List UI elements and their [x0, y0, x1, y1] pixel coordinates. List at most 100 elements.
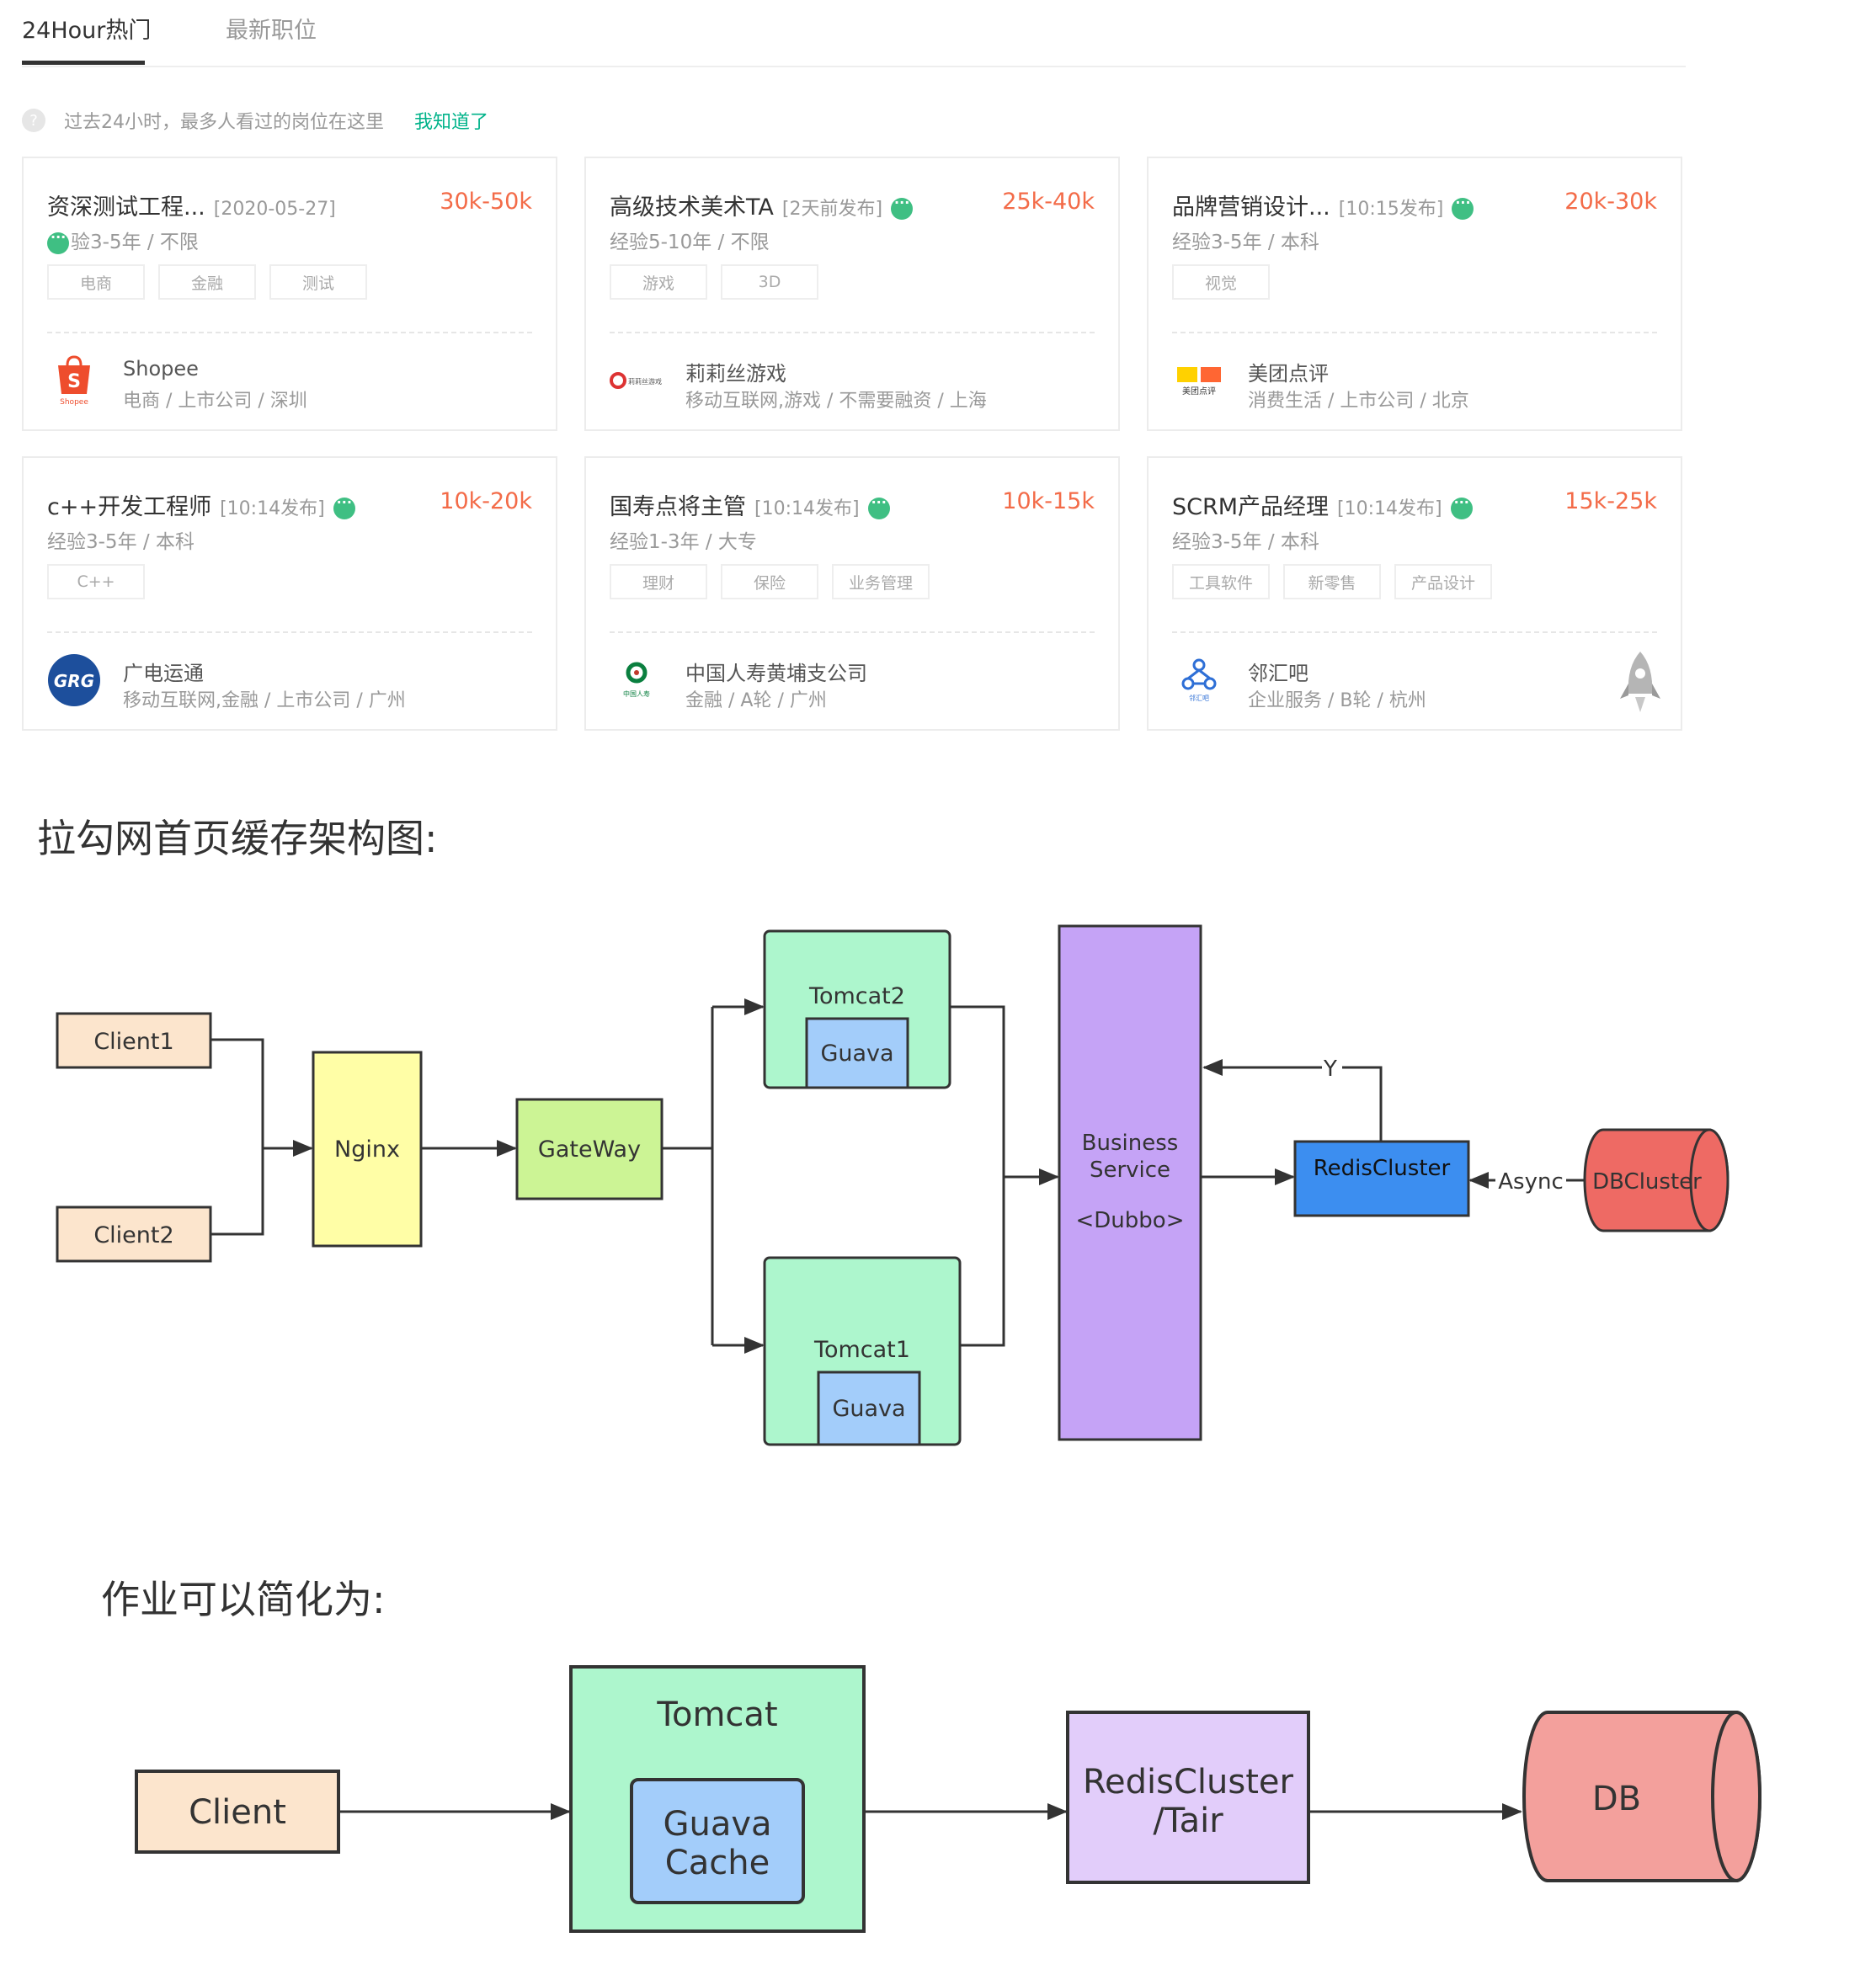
svg-text:S: S	[67, 371, 81, 392]
guava-label: Guava	[832, 1396, 905, 1422]
job-tag: 新零售	[1283, 564, 1381, 599]
job-title[interactable]: 资深测试工程...[2020-05-27]	[47, 194, 336, 221]
business-service-node	[1058, 924, 1202, 1441]
redis-cluster-node	[1293, 1140, 1470, 1217]
job-tags: 视觉	[1172, 264, 1270, 300]
job-title[interactable]: 国寿点将主管[10:14发布]	[610, 488, 890, 521]
job-tag: 视觉	[1172, 264, 1270, 300]
job-card[interactable]: 资深测试工程...[2020-05-27] 30k-50k 验3-5年 / 不限…	[22, 157, 557, 431]
company-name[interactable]: Shopee	[123, 357, 199, 381]
job-requirement: 经验3-5年 / 本科	[47, 531, 195, 553]
linhuiba-logo-icon[interactable]: 邻汇吧	[1172, 653, 1226, 707]
chat-icon[interactable]	[1450, 494, 1473, 519]
simplified-heading: 作业可以简化为:	[101, 1577, 386, 1622]
job-salary: 20k-30k	[1564, 189, 1657, 215]
card-divider	[1172, 332, 1657, 333]
company-name[interactable]: 中国人寿黄埔支公司	[685, 662, 867, 685]
gateway-label: GateWay	[538, 1136, 641, 1163]
redis-tair-label-1: RedisCluster	[1083, 1763, 1293, 1802]
cache-architecture-diagram: Client1 Client2 Nginx GateWay Tomcat2 Gu…	[56, 924, 1729, 1446]
company-info: 企业服务 / B轮 / 杭州	[1248, 690, 1426, 711]
job-tag: 3D	[721, 264, 818, 300]
lilith-logo-icon[interactable]: 莉莉丝游戏	[610, 354, 664, 407]
grg-logo-icon[interactable]: GRG	[47, 653, 101, 707]
guava-cache-label-2: Cache	[665, 1844, 770, 1882]
company-info: 消费生活 / 上市公司 / 北京	[1248, 391, 1469, 412]
job-requirement: 经验3-5年 / 本科	[1172, 531, 1319, 553]
job-title[interactable]: 高级技术美术TA[2天前发布]	[610, 189, 914, 221]
company-name[interactable]: 美团点评	[1248, 362, 1329, 386]
job-tags: C++	[47, 564, 145, 599]
client2-label: Client2	[93, 1222, 173, 1248]
job-tag: 产品设计	[1394, 564, 1492, 599]
company-info: 金融 / A轮 / 广州	[685, 690, 827, 711]
job-card[interactable]: c++开发工程师[10:14发布] 10k-20k 经验3-5年 / 本科 C+…	[22, 456, 557, 731]
job-card[interactable]: 高级技术美术TA[2天前发布] 25k-40k 经验5-10年 / 不限 游戏 …	[584, 157, 1120, 431]
job-requirement: 经验1-3年 / 大专	[610, 531, 757, 553]
job-tag: 测试	[269, 264, 367, 300]
db-label: DB	[1592, 1780, 1641, 1818]
db-node	[1522, 1711, 1761, 1882]
job-tag: 保险	[721, 564, 818, 599]
tomcat1-label: Tomcat1	[813, 1337, 910, 1363]
job-requirement: 验3-5年 / 不限	[47, 226, 199, 254]
nginx-label: Nginx	[334, 1136, 400, 1163]
chat-icon[interactable]	[867, 494, 890, 519]
job-salary: 30k-50k	[440, 189, 532, 215]
client1-label: Client1	[93, 1029, 173, 1055]
rocket-back-to-top-icon[interactable]	[1617, 650, 1664, 717]
job-tag: C++	[47, 564, 145, 599]
job-time: [2天前发布]	[781, 199, 883, 220]
company-name[interactable]: 广电运通	[123, 662, 204, 685]
dubbo-label: <Dubbo>	[1076, 1208, 1185, 1233]
async-edge-label: Async	[1498, 1169, 1564, 1195]
client2-node	[56, 1206, 212, 1263]
company-name[interactable]: 邻汇吧	[1248, 662, 1308, 685]
chat-icon[interactable]	[891, 194, 914, 220]
meituan-logo-icon[interactable]: 美团点评	[1172, 354, 1226, 407]
card-divider	[610, 631, 1095, 633]
job-tag: 业务管理	[832, 564, 930, 599]
tab-24hour-hot[interactable]: 24Hour热门	[22, 18, 152, 44]
company-info: 移动互联网,游戏 / 不需要融资 / 上海	[685, 391, 987, 412]
job-requirement: 经验5-10年 / 不限	[610, 232, 770, 253]
active-tab-indicator	[22, 61, 145, 65]
job-tag: 电商	[47, 264, 145, 300]
client-node	[135, 1770, 340, 1854]
job-tags: 游戏 3D	[610, 264, 818, 300]
guava-label: Guava	[820, 1041, 893, 1067]
job-time: [10:14发布]	[1337, 498, 1442, 519]
job-title[interactable]: c++开发工程师[10:14发布]	[47, 488, 355, 521]
company-name[interactable]: 莉莉丝游戏	[685, 362, 786, 386]
job-title[interactable]: SCRM产品经理[10:14发布]	[1172, 488, 1473, 521]
guava-node	[817, 1371, 921, 1446]
business-label: Business	[1082, 1131, 1179, 1156]
job-time: [10:14发布]	[754, 498, 860, 519]
notice-bar: ? 过去24小时，最多人看过的岗位在这里 我知道了	[22, 108, 488, 133]
job-card[interactable]: 品牌营销设计...[10:15发布] 20k-30k 经验3-5年 / 本科 视…	[1147, 157, 1682, 431]
logo-text: 美团点评	[1182, 386, 1216, 397]
job-tag: 工具软件	[1172, 564, 1270, 599]
gateway-node	[515, 1098, 664, 1200]
guava-node	[805, 1017, 909, 1089]
job-title[interactable]: 品牌营销设计...[10:15发布]	[1172, 189, 1474, 221]
chat-icon[interactable]	[47, 229, 69, 254]
job-card[interactable]: 国寿点将主管[10:14发布] 10k-15k 经验1-3年 / 大专 理财 保…	[584, 456, 1120, 731]
job-tag: 金融	[158, 264, 256, 300]
db-cluster-node	[1583, 1128, 1729, 1232]
y-edge-label: Y	[1323, 1057, 1337, 1082]
chat-icon[interactable]	[1452, 194, 1474, 220]
tab-latest-jobs[interactable]: 最新职位	[226, 18, 317, 44]
notice-dismiss-link[interactable]: 我知道了	[414, 112, 489, 133]
notice-text: 过去24小时，最多人看过的岗位在这里	[64, 112, 384, 133]
tomcat-label: Tomcat	[656, 1695, 777, 1734]
job-salary: 10k-15k	[1002, 488, 1095, 514]
card-divider	[610, 332, 1095, 333]
card-divider	[1172, 631, 1657, 633]
redis-cluster-label: RedisCluster	[1314, 1156, 1451, 1181]
job-card[interactable]: SCRM产品经理[10:14发布] 15k-25k 经验3-5年 / 本科 工具…	[1147, 456, 1682, 731]
china-life-logo-icon[interactable]: 中国人寿	[610, 653, 664, 707]
chat-icon[interactable]	[333, 494, 355, 519]
client1-node	[56, 1012, 212, 1069]
